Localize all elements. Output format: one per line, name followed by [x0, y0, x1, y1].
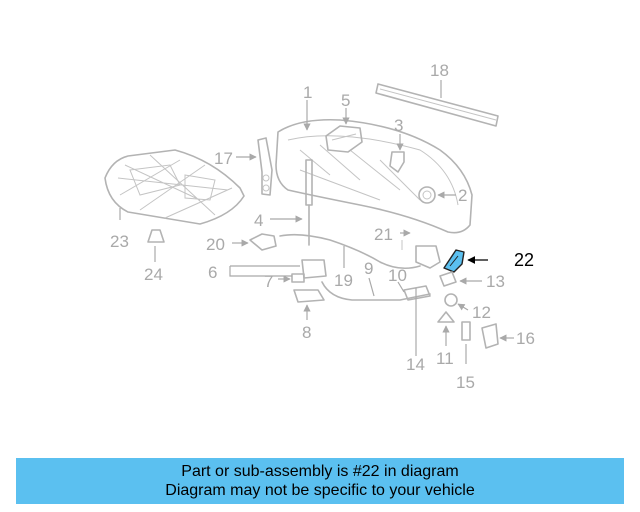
highlighted-part-22 — [443, 249, 488, 273]
label-15: 15 — [456, 373, 475, 392]
label-1: 1 — [303, 83, 312, 102]
banner-line-1: Part or sub-assembly is #22 in diagram — [181, 463, 459, 480]
label-11: 11 — [436, 349, 454, 368]
label-4: 4 — [254, 211, 263, 230]
info-banner: Part or sub-assembly is #22 in diagram D… — [16, 458, 624, 504]
insulator-pad-part — [104, 149, 245, 225]
label-12: 12 — [472, 303, 491, 322]
weatherstrip-part — [375, 80, 499, 127]
lock-parts — [229, 259, 327, 283]
parts-diagram: 1 2 3 4 5 6 7 8 9 10 11 12 13 14 15 16 1… — [104, 61, 535, 392]
cable-guide-part — [232, 233, 277, 251]
label-20: 20 — [206, 235, 225, 254]
hood-panel-part — [275, 100, 473, 234]
label-16: 16 — [516, 329, 535, 348]
bumper-stop-part — [389, 134, 405, 173]
label-18: 18 — [430, 61, 449, 80]
label-17: 17 — [214, 149, 233, 168]
striker-part — [400, 229, 441, 269]
label-2: 2 — [458, 186, 467, 205]
label-13: 13 — [486, 272, 505, 291]
label-22: 22 — [514, 250, 534, 270]
hinge-part — [236, 137, 273, 196]
latch-bracket-part — [325, 108, 363, 153]
release-cable-part — [279, 233, 421, 270]
label-3: 3 — [394, 116, 403, 135]
banner-line-2: Diagram may not be specific to your vehi… — [165, 482, 475, 499]
label-23: 23 — [110, 232, 129, 251]
label-10: 10 — [388, 266, 407, 285]
label-19: 19 — [334, 271, 353, 290]
label-6: 6 — [208, 263, 217, 282]
handle-part — [293, 289, 325, 320]
support-strut-part — [270, 159, 313, 246]
cable-end-part — [439, 271, 482, 287]
label-5: 5 — [341, 91, 350, 110]
cover-part — [481, 323, 514, 349]
grommet-part — [418, 186, 456, 204]
label-7: 7 — [264, 272, 273, 291]
nut-part — [444, 293, 469, 311]
clip-part — [147, 229, 165, 262]
label-14: 14 — [406, 355, 425, 374]
label-24: 24 — [144, 265, 163, 284]
label-21: 21 — [374, 225, 393, 244]
label-8: 8 — [302, 323, 311, 342]
bolt-part — [437, 311, 471, 364]
label-9: 9 — [364, 259, 373, 278]
release-rod-part — [321, 277, 431, 301]
